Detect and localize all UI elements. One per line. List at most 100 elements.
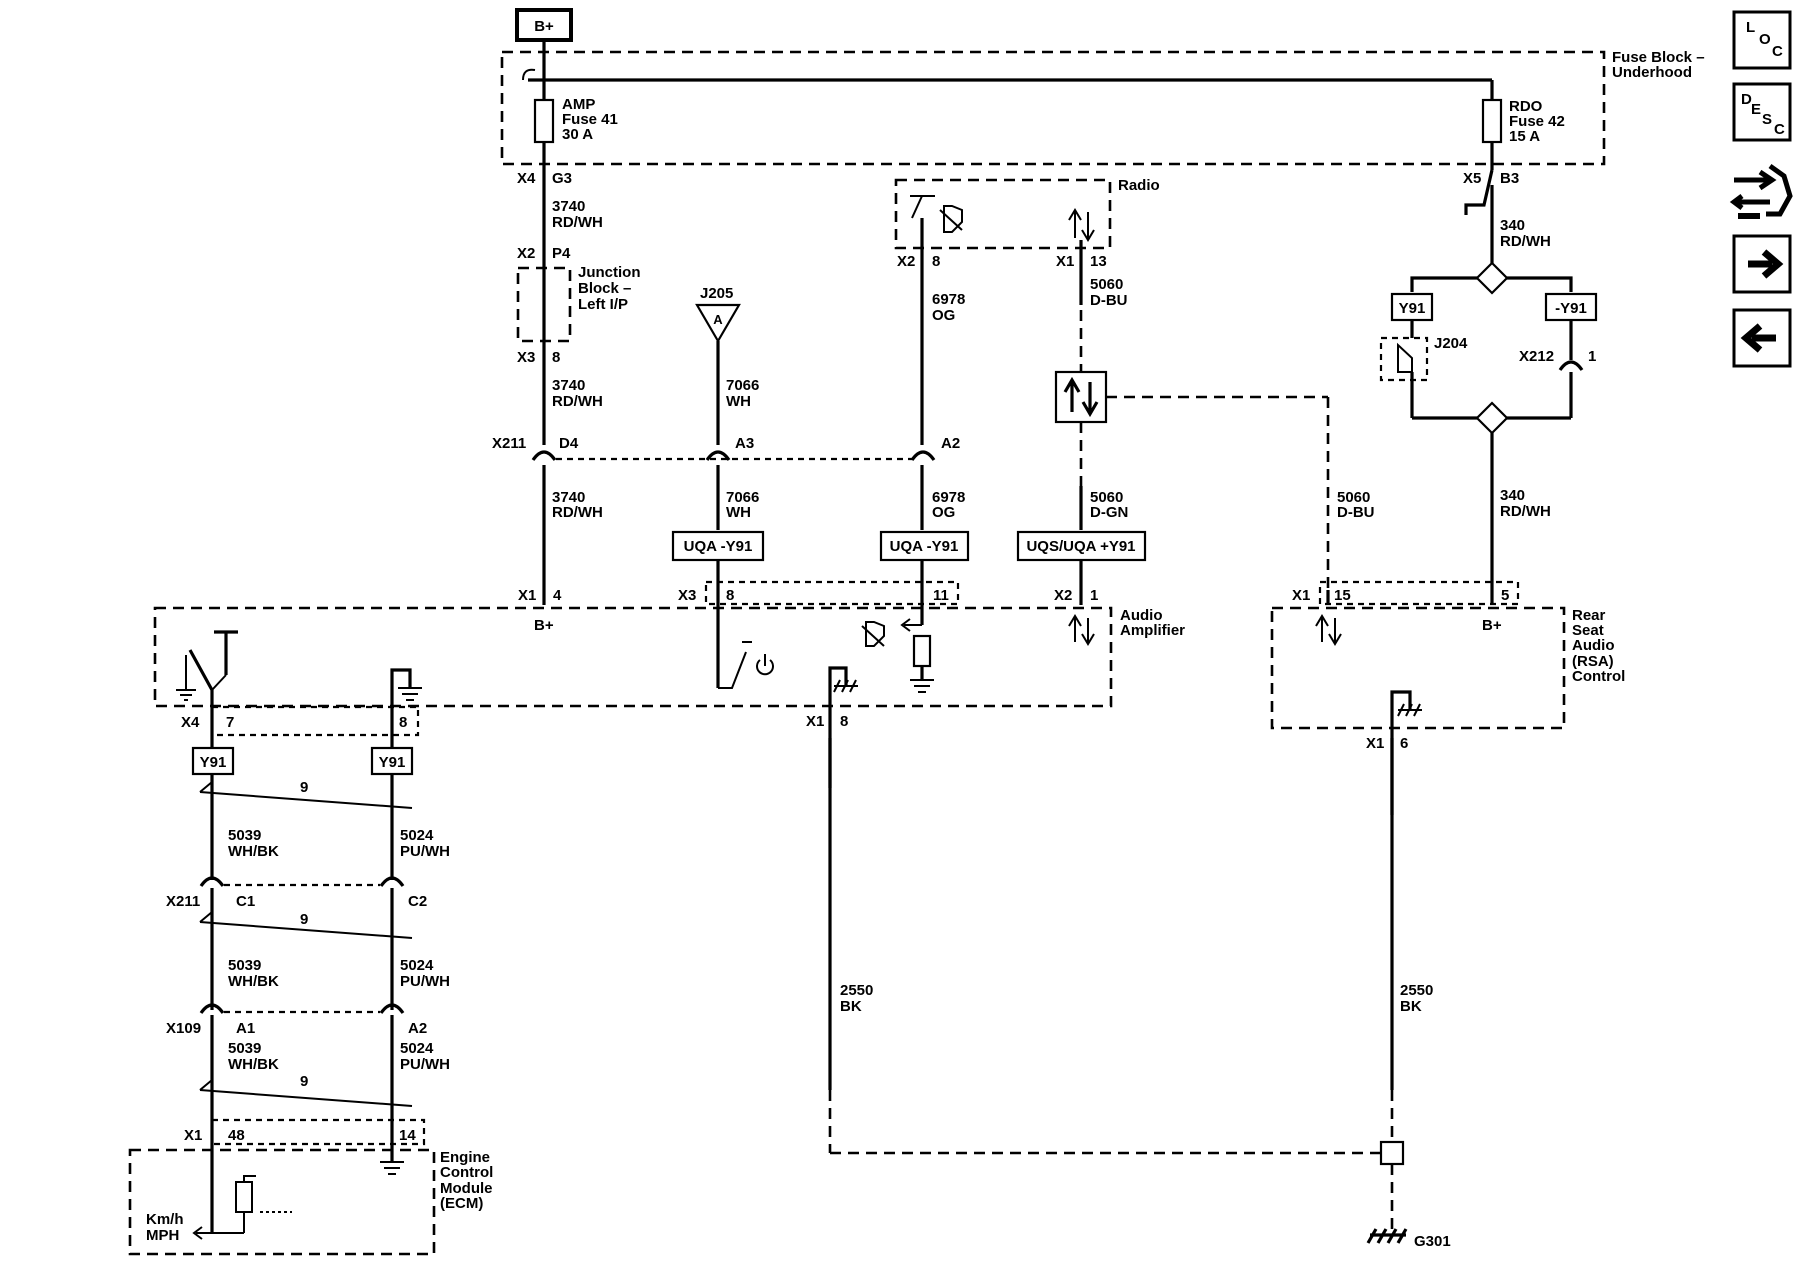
conn-x3-jb: X3 [517,349,535,366]
wire-2550-b-color: BK [1400,998,1422,1015]
speed-unit-mph: MPH [146,1227,179,1244]
wire-340-a-color: RD/WH [1500,233,1551,250]
fuse-41 [533,98,555,144]
fuse-rdo-name: RDO [1509,98,1543,115]
loc-button[interactable]: L O C [1732,10,1792,70]
conn-x2-radio: X2 [897,253,915,270]
rsa-title-1: Rear [1572,607,1606,624]
option-not-y91-right-label: -Y91 [1555,300,1587,317]
wire-2550-a-color: BK [840,998,862,1015]
arrow-left-icon [1740,323,1776,353]
conn-x1-radio: X1 [1056,253,1074,270]
circuit-7066: J205 A 7066 WH 7066 WH UQA -Y91 [671,285,765,688]
radio-module: Radio X2 8 6978 OG X1 13 5060 D-BU [894,177,1160,445]
circuit-6978: 6978 OG UQA -Y91 [879,465,970,625]
conn-x4: X4 [517,170,536,187]
wire-5039-b-color: WH/BK [228,973,279,990]
wire-3740-a-color: RD/WH [552,214,603,231]
previous-page-button[interactable] [1732,308,1792,368]
connector-wrench-icon[interactable] [1729,163,1793,219]
pin-c1: C1 [236,893,255,910]
fuse-amp-name: AMP [562,96,595,113]
wire-5024-c-num: 5024 [400,1040,434,1057]
jb-title-3: Left I/P [578,296,628,313]
wire-6978-b-color: OG [932,504,955,521]
desc-button[interactable]: D E S C [1732,82,1792,142]
wire-340-b-color: RD/WH [1500,503,1551,520]
loc-letter-l: L [1746,19,1755,36]
conn-x2-jb: X2 [517,245,535,262]
pin-x212-1: 1 [1588,348,1596,365]
fuse-rdo-number: Fuse 42 [1509,113,1565,130]
wire-7066-a-num: 7066 [726,377,759,394]
junction-block [516,266,572,343]
amp-title-1: Audio [1120,607,1163,624]
twist-2: 9 [300,911,308,928]
wire-5060-a-num: 5060 [1090,276,1123,293]
conn-x211: X211 [492,435,526,452]
circuit-340: 340 RD/WH Y91 -Y91 J204 X212 1 340 RD/WH [1379,169,1598,605]
circuit-5039-5024: Y91 Y91 9 5039 WH/BK 5024 PU/WH X211 C1 … [166,738,450,1233]
amp-title-2: Amplifier [1120,622,1185,639]
wire-5039-a-num: 5039 [228,827,261,844]
splice-j205-letter: A [713,312,723,327]
pin-c2: C2 [408,893,427,910]
option-uqa-2 [879,530,970,562]
pin-b3: B3 [1500,170,1519,187]
pin-8-radio: 8 [932,253,940,270]
option-uqa-2-label: UQA -Y91 [890,538,959,555]
desc-letter-s: S [1762,111,1772,128]
loc-letter-o: O [1759,31,1771,48]
option-uqa-1 [671,530,765,562]
amp-conn-x4: X4 [181,714,200,731]
rsa-title-4: (RSA) [1572,653,1614,670]
fuse-block-title-1: Fuse Block – [1612,49,1705,66]
wire-5060-a-color: D-BU [1090,292,1128,309]
wire-5039-c-num: 5039 [228,1040,261,1057]
wire-5024-a-num: 5024 [400,827,434,844]
conn-x5: X5 [1463,170,1481,187]
wire-5060-gn-num: 5060 [1090,489,1123,506]
rsa-pin-5: 5 [1501,587,1509,604]
wire-5060-gn-color: D-GN [1090,504,1128,521]
power-label: B+ [534,18,554,35]
wire-6978-a-num: 6978 [932,291,965,308]
amp-conn-x1-ground: X1 [806,713,824,730]
pin-g3: G3 [552,170,572,187]
pin-a2-lower: A2 [408,1020,427,1037]
wire-3740-b-num: 3740 [552,377,585,394]
option-uqs [1016,530,1147,562]
ecm-conn-x1: X1 [184,1127,202,1144]
option-y91-left-2-label: Y91 [379,754,406,771]
amp-pin-8-ground: 8 [840,713,848,730]
wire-5039-c-color: WH/BK [228,1056,279,1073]
connector-x211-top: X211 D4 A3 A2 [492,435,960,461]
amp-pin-1: 1 [1090,587,1098,604]
rsa-pin-15: 15 [1334,587,1351,604]
wire-7066-a-color: WH [726,393,751,410]
fuse-block-underhood: Fuse Block – Underhood AMP Fuse 41 30 A … [500,40,1705,187]
conn-x212: X212 [1519,348,1554,365]
ecm-title-4: (ECM) [440,1195,483,1212]
wire-2550-b-num: 2550 [1400,982,1433,999]
rsa-control-module: Rear Seat Audio (RSA) Control X1 15 5 B+… [1270,580,1625,815]
wire-340-a-num: 340 [1500,217,1525,234]
wire-5060-b-color: D-BU [1337,504,1375,521]
wire-3740-c-num: 3740 [552,489,585,506]
wire-5039-a-color: WH/BK [228,843,279,860]
circuit-5060: 5060 D-GN UQS/UQA +Y91 5060 D-BU [1016,370,1375,605]
fuse-42 [1481,98,1503,144]
wire-5060-b-num: 5060 [1337,489,1370,506]
wire-5024-b-color: PU/WH [400,973,450,990]
pin-a2: A2 [941,435,960,452]
desc-letter-c: C [1774,121,1785,138]
jb-title-1: Junction [578,264,641,281]
next-page-button[interactable] [1732,234,1792,294]
twist-1: 9 [300,779,308,796]
conn-x211-lower: X211 [166,893,200,910]
power-source: B+ [515,8,573,42]
amp-conn-x3: X3 [678,587,696,604]
wire-3740-b-color: RD/WH [552,393,603,410]
circuit-3740: 3740 RD/WH X2 P4 Junction Block – Left I… [516,185,641,605]
wire-3740-a-num: 3740 [552,198,585,215]
